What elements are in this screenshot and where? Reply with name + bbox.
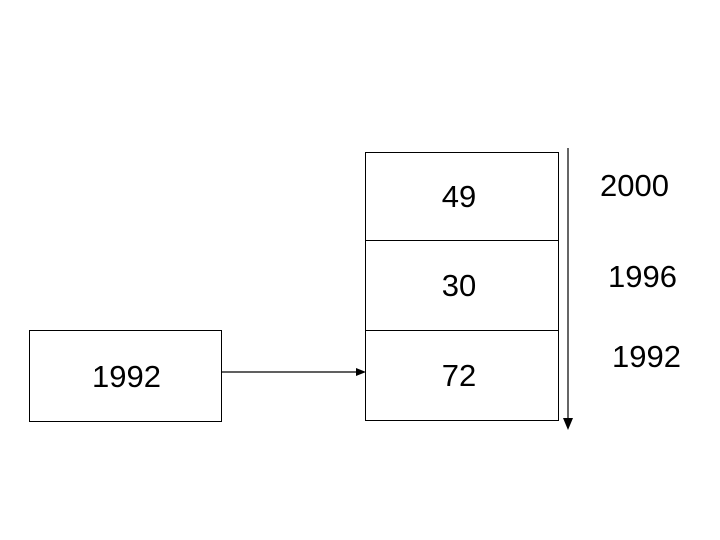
year-label-2000: 2000	[600, 168, 669, 203]
table-row[interactable]: 49	[366, 153, 558, 241]
down-arrow-icon	[561, 148, 577, 432]
source-box-label: 1992	[92, 358, 161, 394]
table-row[interactable]: 72	[366, 331, 558, 420]
year-label-1996: 1996	[608, 259, 677, 294]
stacked-value-table: 49 30 72	[365, 152, 559, 421]
table-row[interactable]: 30	[366, 241, 558, 331]
cell-value: 49	[441, 179, 477, 214]
cell-value: 30	[441, 268, 477, 303]
cell-value: 72	[441, 358, 477, 393]
year-label-1992: 1992	[612, 339, 681, 374]
source-box[interactable]: 1992	[29, 330, 222, 422]
right-arrow-icon	[222, 364, 366, 380]
